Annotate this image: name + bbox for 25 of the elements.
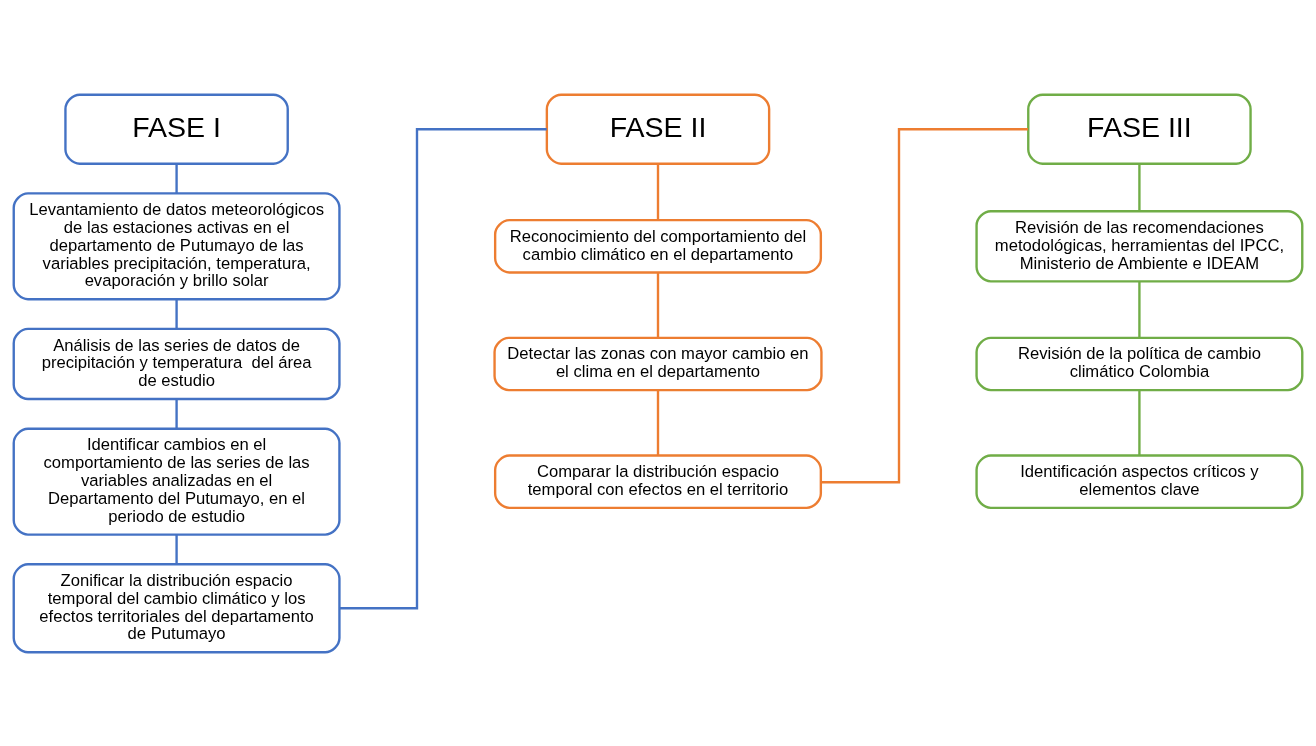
node-box: Zonificar la distribución espacio temporal del cambio climático y los efectos territoriales del departamento de Putumayo [12, 562, 341, 653]
node-box: Reconocimiento del comportamiento del cambio climático en el departamento [493, 218, 823, 274]
connector [1138, 390, 1141, 455]
node-box: FASE I [64, 93, 289, 165]
node-box: Análisis de las series de datos de precipitación y temperatura del área de estudio [12, 327, 341, 400]
connector [175, 163, 178, 193]
node-box: Identificación aspectos críticos y elementos clave [975, 453, 1304, 509]
node-box: Levantamiento de datos meteorológicos de las estaciones activas en el departamento de Putumayo de las variables precipitación, temperatura, evaporación y brillo solar [12, 191, 341, 300]
node-box: Revisión de la política de cambio climático Colombia [975, 336, 1304, 391]
connector [1138, 281, 1141, 338]
node-box: Revisión de las recomendaciones metodológicas, herramientas del IPCC, Ministerio de Ambiente e IDEAM [975, 209, 1304, 283]
connector [339, 127, 547, 609]
connector [656, 272, 660, 338]
node-box: Comparar la distribución espacio temporal con efectos en el territorio [493, 453, 823, 509]
node-box: Identificar cambios en el comportamiento de las series de las variables analizadas en el Departamento del Putumayo, en el periodo de estudio [12, 427, 341, 536]
node-box: FASE II [545, 93, 771, 165]
node-box: FASE III [1027, 93, 1252, 165]
connector [175, 398, 178, 429]
connector [1138, 163, 1141, 211]
connector [821, 127, 1028, 483]
connector [175, 298, 178, 329]
connector [175, 534, 178, 564]
connector [656, 163, 660, 220]
connector [656, 390, 660, 455]
node-box: Detectar las zonas con mayor cambio en el clima en el departamento [493, 336, 823, 391]
